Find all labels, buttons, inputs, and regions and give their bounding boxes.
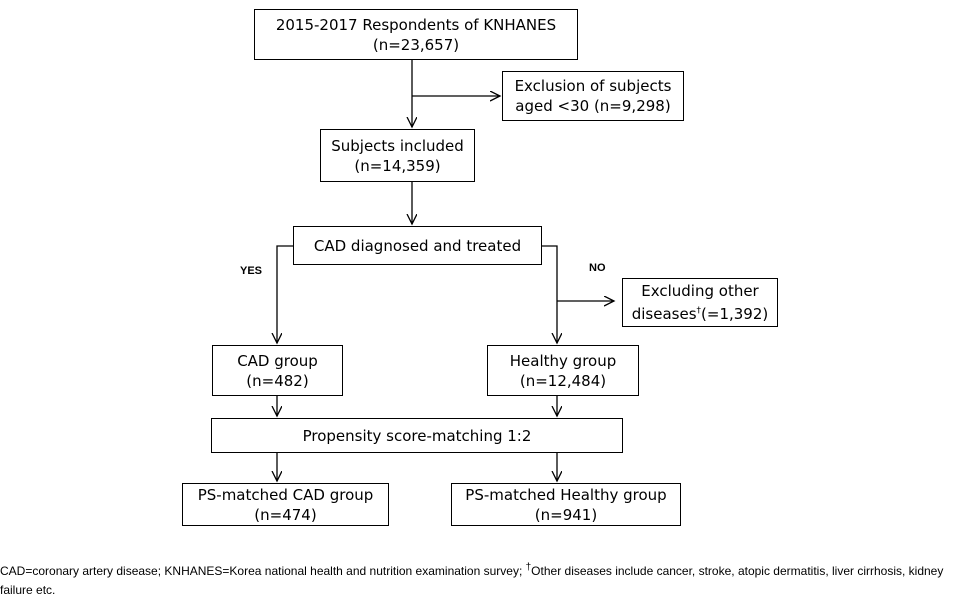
exclusion-age-line1: Exclusion of subjects xyxy=(514,77,672,95)
excluding-other-box: Excluding other diseases†(=1,392) xyxy=(622,278,778,327)
propensity-line1: Propensity score-matching 1:2 xyxy=(302,426,532,445)
footnote: CAD=coronary artery disease; KNHANES=Kor… xyxy=(0,558,955,600)
cad-diagnosed-box: CAD diagnosed and treated xyxy=(293,226,542,265)
yes-label: YES xyxy=(240,265,263,277)
ps-healthy-box: PS-matched Healthy group (n=941) xyxy=(451,483,681,526)
excluding-other-suffix: (=1,392) xyxy=(701,305,769,323)
excluding-other-line2: diseases†(=1,392) xyxy=(632,301,769,324)
cad-group-line2: (n=482) xyxy=(246,371,309,390)
excluding-other-prefix: diseases xyxy=(631,305,697,323)
ps-cad-line1: PS-matched CAD group xyxy=(197,485,374,504)
excluding-other-line1: Excluding other xyxy=(641,282,759,300)
respondents-box: 2015-2017 Respondents of KNHANES (n=23,6… xyxy=(254,9,578,60)
subjects-included-line1: Subjects included xyxy=(331,136,464,155)
dagger-mark: † xyxy=(696,306,702,316)
cad-group-box: CAD group (n=482) xyxy=(212,345,343,396)
healthy-group-line2: (n=12,484) xyxy=(519,371,607,390)
healthy-group-box: Healthy group (n=12,484) xyxy=(487,345,639,396)
ps-healthy-line1: PS-matched Healthy group xyxy=(465,485,667,504)
respondents-line1: 2015-2017 Respondents of KNHANES xyxy=(275,15,557,34)
arrow-no-to-healthy-group xyxy=(542,245,557,343)
footnote-other-diseases: Other diseases include cancer, stroke, a… xyxy=(0,564,944,597)
arrow-yes-to-cad-group xyxy=(277,245,293,343)
cad-diagnosed-line1: CAD diagnosed and treated xyxy=(313,236,522,255)
exclusion-age-box: Exclusion of subjects aged <30 (n=9,298) xyxy=(502,71,684,121)
healthy-group-line1: Healthy group xyxy=(509,351,617,370)
footnote-abbreviations: CAD=coronary artery disease; KNHANES=Kor… xyxy=(0,564,526,578)
subjects-included-box: Subjects included (n=14,359) xyxy=(320,129,475,182)
no-label: NO xyxy=(589,262,606,274)
propensity-box: Propensity score-matching 1:2 xyxy=(211,418,623,453)
flowchart-connectors xyxy=(0,60,955,560)
footnote-dagger: † xyxy=(525,562,532,573)
ps-cad-box: PS-matched CAD group (n=474) xyxy=(182,483,389,526)
exclusion-age-line2: aged <30 (n=9,298) xyxy=(515,97,671,115)
ps-cad-line2: (n=474) xyxy=(254,505,317,524)
cad-group-line1: CAD group xyxy=(237,351,318,370)
ps-healthy-line2: (n=941) xyxy=(534,505,598,524)
respondents-line2: (n=23,657) xyxy=(372,35,460,54)
subjects-included-line2: (n=14,359) xyxy=(354,156,441,175)
